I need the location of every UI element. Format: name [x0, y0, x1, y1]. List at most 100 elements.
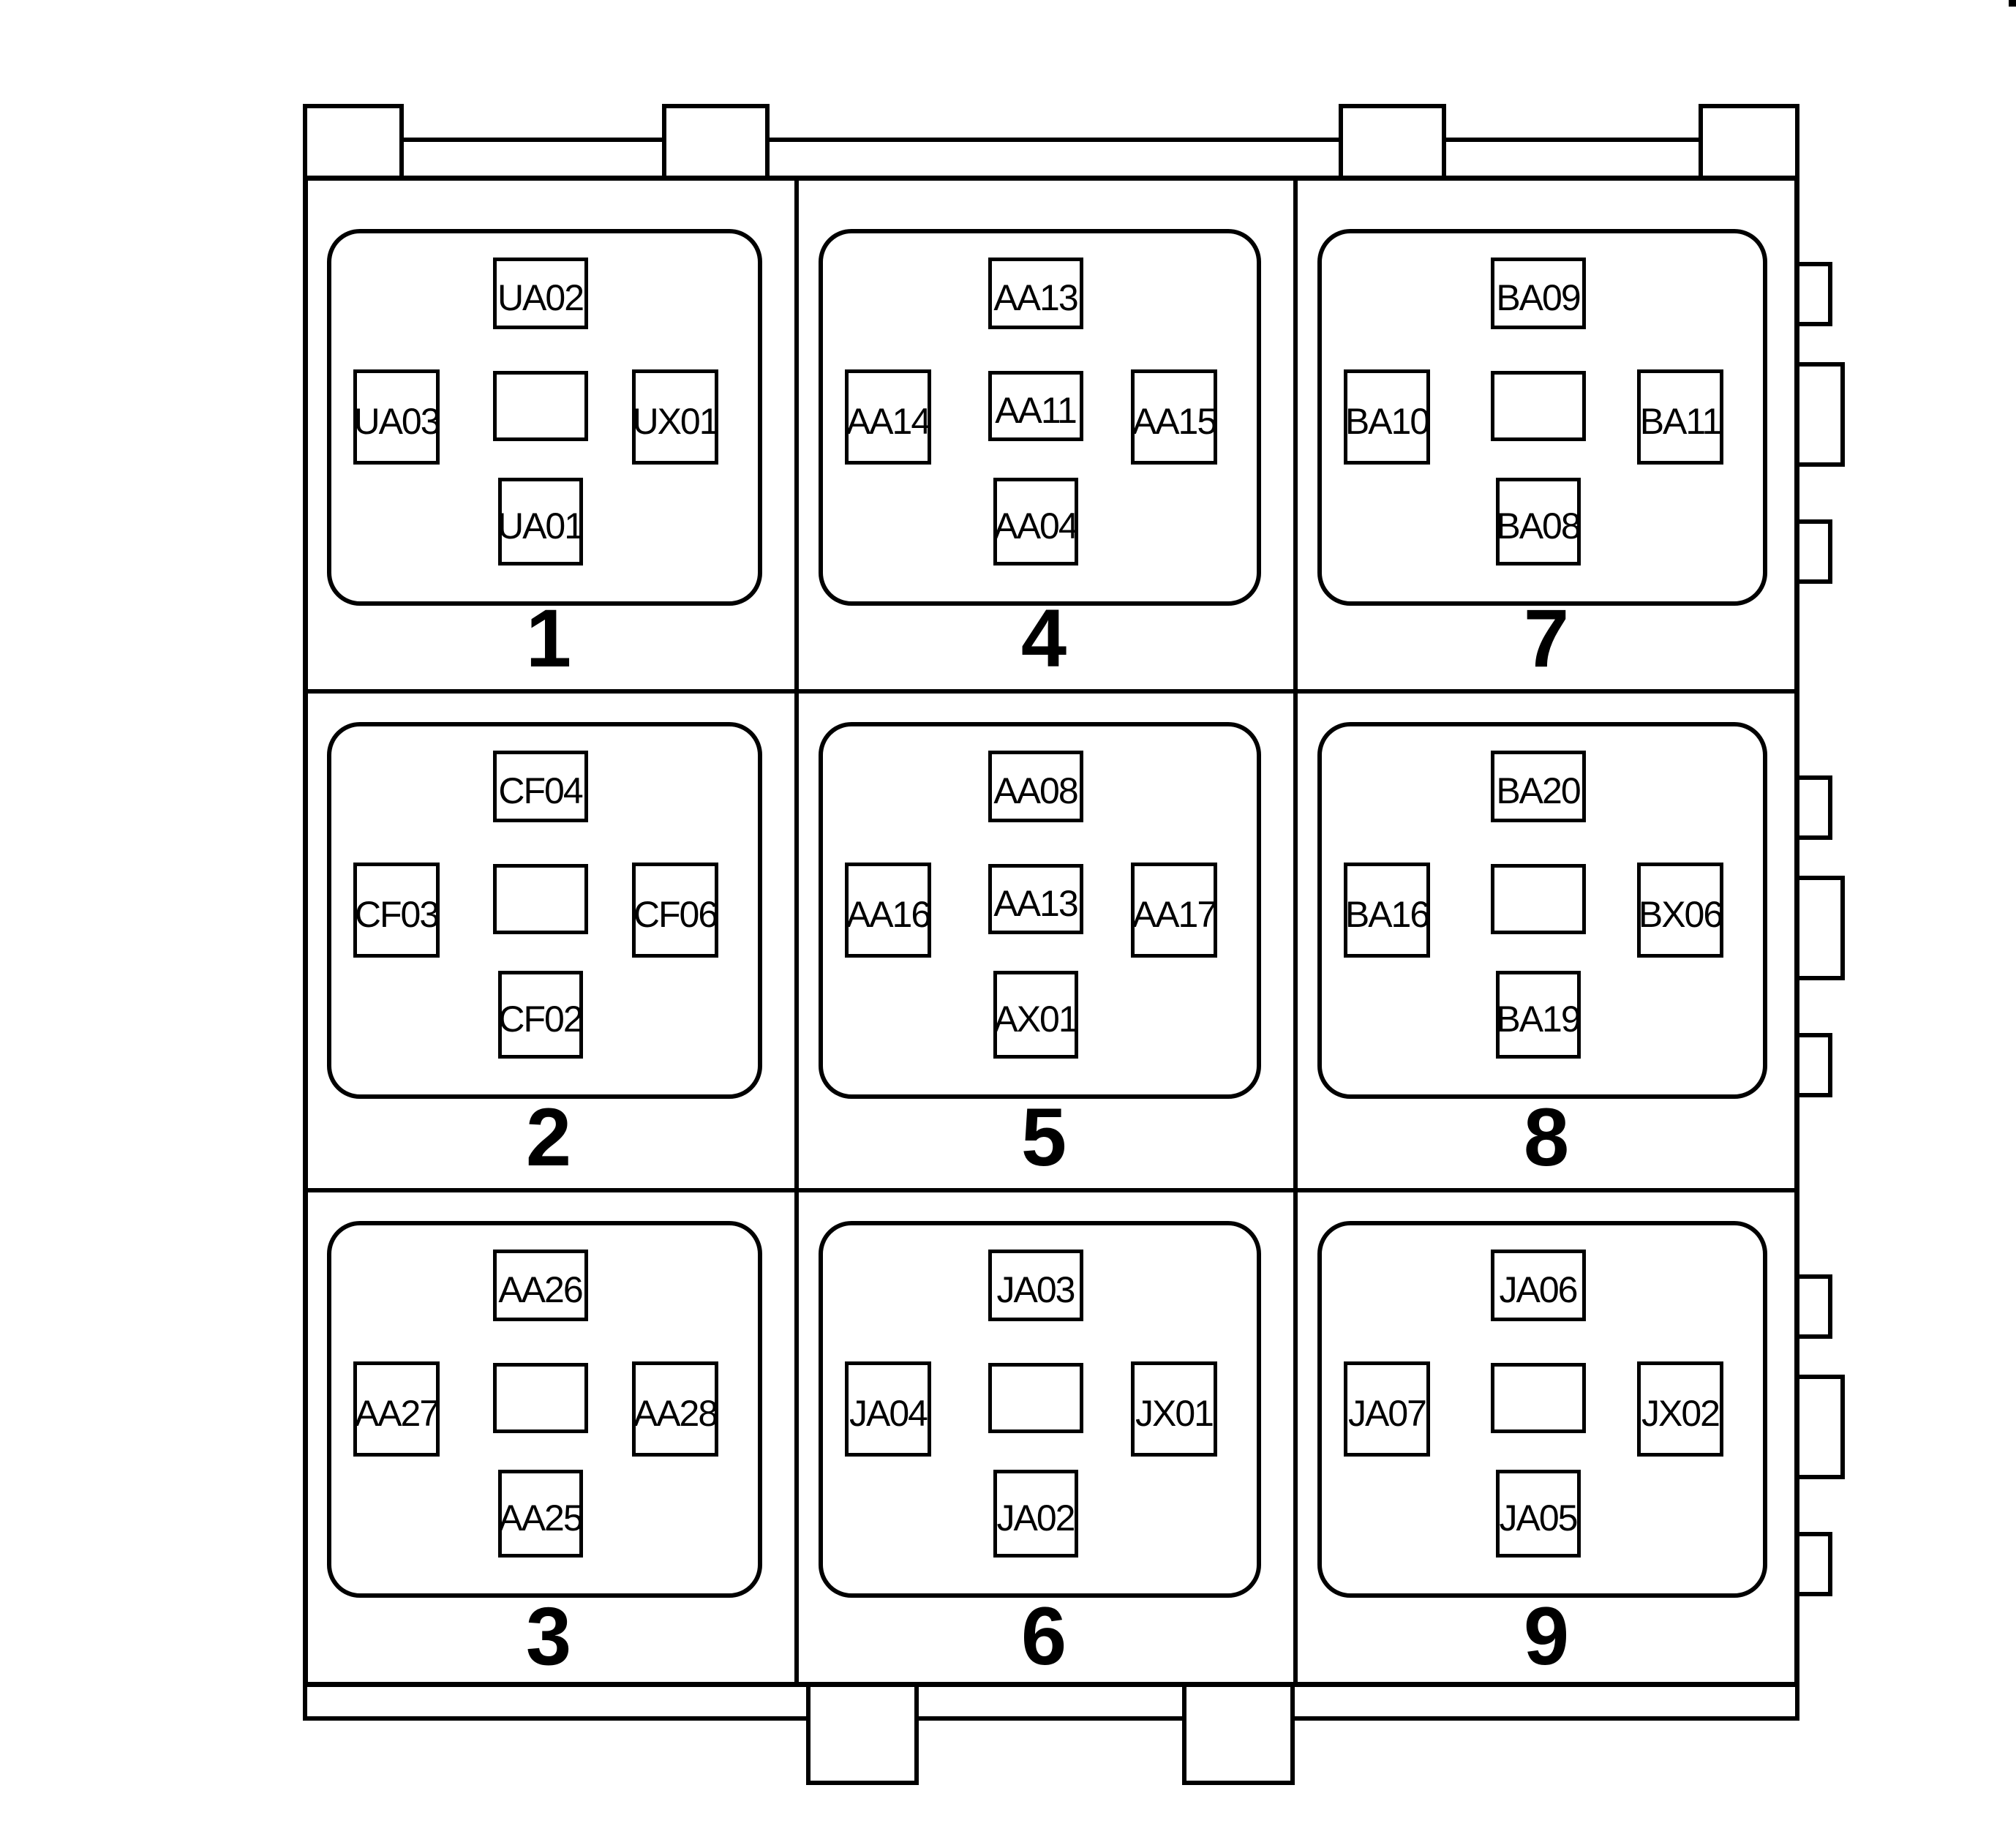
slot-label: AA14 [846, 401, 931, 442]
connector-cell: CF04 CF03 CF06 CF02 2 [303, 689, 794, 1188]
slot-label: AA13 [993, 883, 1078, 924]
slot-right: BX06 [1637, 863, 1723, 958]
cell-number: 9 [1523, 1590, 1570, 1682]
slot-bottom: JA05 [1495, 1470, 1581, 1558]
connector-panel: UA02 UA03 UX01 UA01 [327, 229, 762, 606]
slot-label: JX02 [1641, 1393, 1720, 1434]
right-connector-tab-small [1795, 519, 1832, 584]
slot-label: JA05 [1499, 1498, 1579, 1538]
connector-cell: JA06 JA07 JX02 JA05 9 [1293, 1188, 1799, 1687]
connector-panel: JA03 JA04 JX01 JA02 [819, 1221, 1261, 1598]
right-connector-tab-large [1795, 1375, 1845, 1479]
slot-label: AA25 [498, 1498, 583, 1538]
bottom-mount-tab-1 [806, 1683, 919, 1785]
slot-left: AA16 [845, 863, 931, 958]
slot-center [1490, 371, 1586, 441]
connector-cell: AA26 AA27 AA28 AA25 3 [303, 1188, 794, 1687]
slot-bottom: CF02 [497, 971, 584, 1059]
connector-cell: BA20 BA16 BX06 BA19 8 [1293, 689, 1799, 1188]
column-divider-1 [794, 181, 799, 1683]
slot-right: AA28 [632, 1361, 718, 1457]
right-connector-tab-small [1795, 1532, 1832, 1596]
slot-left: JA04 [845, 1361, 931, 1457]
slot-label: AA15 [1132, 401, 1217, 442]
connector-panel: CF04 CF03 CF06 CF02 [327, 722, 762, 1099]
slot-center [492, 864, 588, 934]
slot-center: AA11 [988, 371, 1083, 441]
slot-label: UA03 [353, 401, 440, 442]
slot-label: BA19 [1496, 999, 1581, 1040]
slot-label: JA03 [996, 1269, 1076, 1310]
connector-panel: AA08 AA16 AA13 AA17 AX01 [819, 722, 1261, 1099]
slot-label: BA10 [1344, 401, 1430, 442]
bottom-rim [303, 1683, 1799, 1721]
slot-center [492, 371, 588, 441]
slot-center: AA13 [988, 864, 1083, 934]
connector-panel: BA09 BA10 BA11 BA08 [1317, 229, 1767, 606]
row-divider-2 [308, 1188, 1795, 1192]
slot-left: AA27 [353, 1361, 440, 1457]
slot-top: CF04 [492, 751, 588, 822]
slot-bottom: JA02 [993, 1470, 1078, 1558]
slot-top: UA02 [492, 258, 588, 329]
slot-right: BA11 [1637, 369, 1723, 465]
slot-label: AA16 [846, 894, 931, 935]
cell-number: 1 [525, 593, 572, 684]
slot-label: BA16 [1344, 894, 1430, 935]
slot-right: AA17 [1131, 863, 1217, 958]
slot-bottom: AA25 [497, 1470, 584, 1558]
slot-top: AA13 [988, 258, 1083, 329]
slot-right: JX02 [1637, 1361, 1723, 1457]
slot-label: JA07 [1348, 1393, 1427, 1434]
slot-label: BA09 [1496, 277, 1581, 318]
slot-top: AA26 [492, 1250, 588, 1321]
cell-number: 2 [525, 1092, 572, 1183]
slot-label: AA11 [995, 390, 1077, 431]
cell-number: 6 [1020, 1590, 1067, 1682]
slot-top: AA08 [988, 751, 1083, 822]
top-rim-step-line [303, 138, 1799, 142]
connector-cell: JA03 JA04 JX01 JA02 6 [794, 1188, 1293, 1687]
slot-top: BA20 [1490, 751, 1586, 822]
top-mount-tab-3 [1339, 104, 1446, 180]
slot-label: BX06 [1638, 894, 1723, 935]
row-divider-1 [308, 689, 1795, 694]
right-connector-tab-small [1795, 262, 1832, 326]
right-connector-tab-small [1795, 1033, 1832, 1097]
right-connector-tab-large [1795, 362, 1845, 467]
slot-label: AA27 [354, 1393, 440, 1434]
right-connector-tab-large [1795, 876, 1845, 980]
cell-number: 5 [1020, 1092, 1067, 1183]
cell-number: 8 [1523, 1092, 1570, 1183]
slot-label: AA26 [498, 1269, 583, 1310]
connector-cell: AA13 AA14 AA11 AA15 AA04 4 [794, 176, 1293, 689]
slot-right: UX01 [632, 369, 720, 465]
slot-center [492, 1363, 588, 1433]
top-mount-tab-2 [662, 104, 770, 180]
slot-bottom: BA08 [1495, 478, 1581, 566]
slot-right: JX01 [1131, 1361, 1217, 1457]
slot-left: BA16 [1344, 863, 1430, 958]
slot-label: AA13 [993, 277, 1078, 318]
slot-label: CF06 [633, 894, 718, 935]
slot-center [1490, 864, 1586, 934]
top-mount-tab-4 [1699, 104, 1799, 180]
connector-cell: AA08 AA16 AA13 AA17 AX01 5 [794, 689, 1293, 1188]
slot-left: BA10 [1344, 369, 1430, 465]
slot-label: JA04 [849, 1393, 928, 1434]
cell-number: 4 [1020, 593, 1067, 684]
cell-number: 3 [525, 1590, 572, 1682]
slot-label: AA17 [1132, 894, 1217, 935]
slot-right: CF06 [632, 863, 718, 958]
right-connector-tab-small [1795, 775, 1832, 840]
cell-number: 7 [1523, 593, 1570, 684]
slot-center [1490, 1363, 1586, 1433]
slot-left: AA14 [845, 369, 931, 465]
slot-label: BA11 [1639, 401, 1723, 442]
connector-panel: BA20 BA16 BX06 BA19 [1317, 722, 1767, 1099]
slot-label: BA20 [1496, 770, 1581, 811]
connector-cell: BA09 BA10 BA11 BA08 7 [1293, 176, 1799, 689]
slot-label: JA06 [1499, 1269, 1579, 1310]
slot-bottom: UA01 [497, 478, 584, 566]
